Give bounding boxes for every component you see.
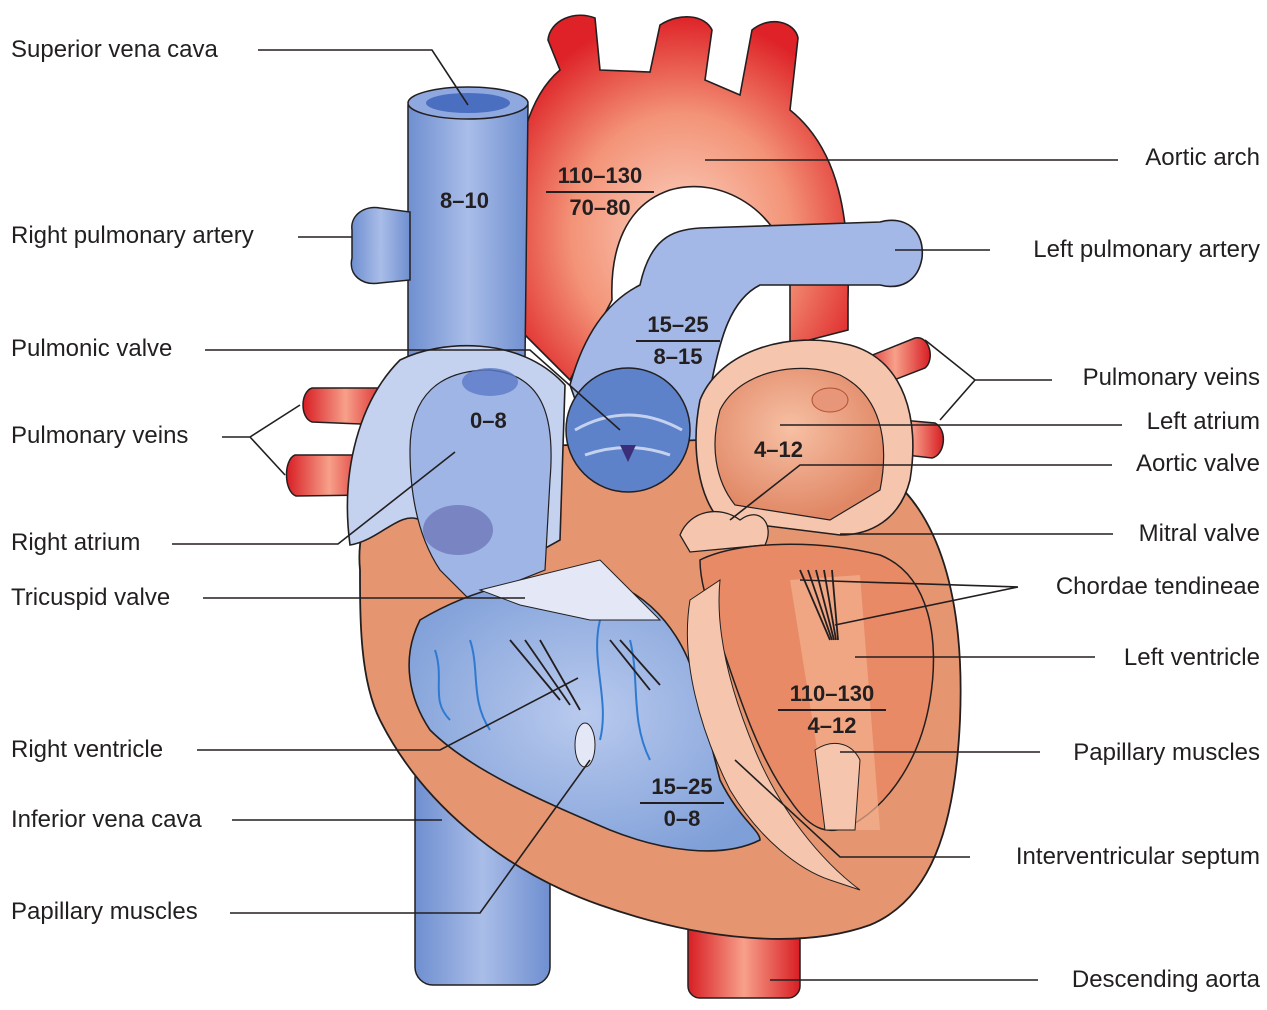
aortic-valve	[679, 510, 769, 553]
pressure-diastolic: 0–8	[640, 802, 724, 832]
label-left-ventricle: Left ventricle	[1123, 644, 1260, 671]
label-tricuspid-valve: Tricuspid valve	[11, 584, 171, 611]
label-superior-vena-cava: Superior vena cava	[11, 36, 218, 63]
label-left-atrium: Left atrium	[1146, 408, 1260, 435]
label-papillary-muscles-right: Papillary muscles	[1073, 739, 1260, 766]
pressure-diastolic: 8–15	[636, 340, 720, 370]
pressure-value: 8–10	[440, 188, 489, 213]
label-aortic-valve: Aortic valve	[1135, 450, 1260, 477]
label-aortic-arch: Aortic arch	[1145, 144, 1260, 171]
pressure-superior-vena-cava: 8–10	[440, 188, 489, 214]
interventricular-septum	[686, 578, 861, 891]
pressure-pulmonary-artery: 15–25 8–15	[636, 312, 720, 370]
pressure-right-ventricle: 15–25 0–8	[640, 774, 724, 832]
label-pulmonary-veins-right: Pulmonary veins	[1082, 364, 1260, 391]
pressure-diastolic: 70–80	[546, 191, 654, 221]
pressure-systolic: 15–25	[647, 312, 709, 337]
superior-vena-cava	[407, 86, 529, 361]
label-papillary-muscles-left: Papillary muscles	[11, 898, 198, 925]
left-atrium	[695, 339, 914, 536]
label-descending-aorta: Descending aorta	[1071, 966, 1260, 993]
left-ventricle	[699, 543, 935, 831]
pressure-value: 4–12	[754, 437, 803, 462]
label-left-pulmonary-artery: Left pulmonary artery	[1033, 236, 1260, 263]
label-pulmonary-veins-left: Pulmonary veins	[11, 422, 189, 449]
label-right-pulmonary-artery: Right pulmonary artery	[11, 222, 254, 249]
right-ventricle	[408, 559, 761, 852]
pressure-aorta: 110–130 70–80	[546, 163, 654, 221]
pressure-systolic: 15–25	[651, 774, 713, 799]
pressure-left-ventricle: 110–130 4–12	[778, 681, 886, 739]
right-pulmonary-artery	[350, 206, 411, 285]
label-pulmonic-valve: Pulmonic valve	[11, 335, 173, 362]
label-mitral-valve: Mitral valve	[1138, 520, 1260, 547]
label-inferior-vena-cava: Inferior vena cava	[11, 806, 202, 833]
label-right-ventricle: Right ventricle	[11, 736, 164, 763]
pressure-diastolic: 4–12	[778, 709, 886, 739]
pressure-value: 0–8	[470, 408, 507, 433]
pressure-left-atrium: 4–12	[754, 437, 803, 463]
pulmonic-valve	[565, 367, 691, 493]
pressure-right-atrium: 0–8	[470, 408, 507, 434]
label-right-atrium: Right atrium	[11, 529, 141, 556]
aortic-arch	[513, 14, 850, 382]
label-interventricular-septum: Interventricular septum	[1015, 843, 1260, 870]
right-atrium	[346, 344, 566, 601]
label-chordae-tendineae: Chordae tendineae	[1055, 573, 1260, 600]
leader-lines	[172, 49, 1122, 981]
pressure-systolic: 110–130	[557, 163, 643, 188]
pressure-systolic: 110–130	[789, 681, 875, 706]
